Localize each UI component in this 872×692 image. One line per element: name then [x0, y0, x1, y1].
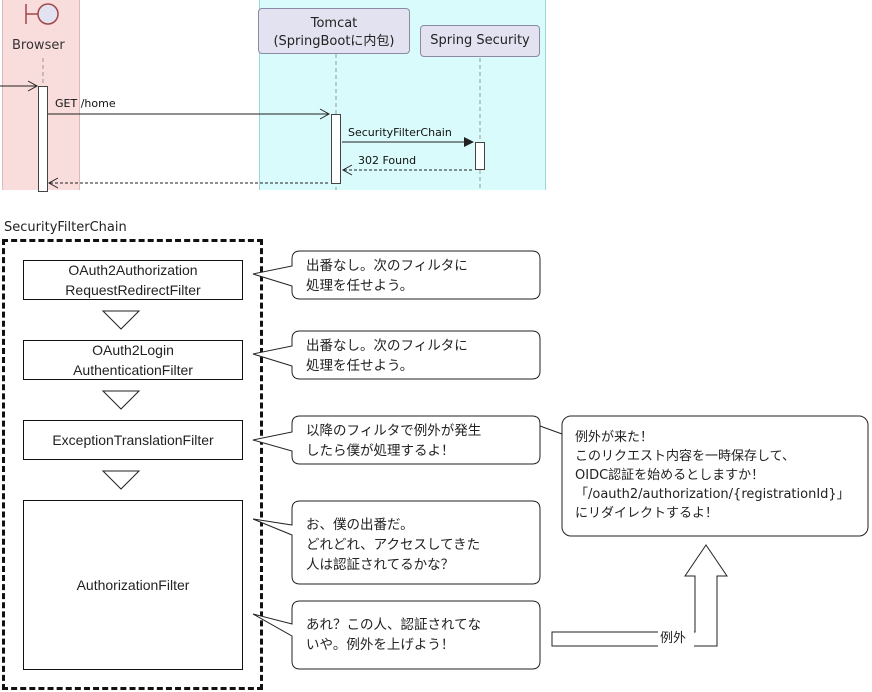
security-filter-chain-box — [2, 239, 263, 690]
boundary-actor-icon — [25, 3, 59, 25]
filter-chain-label: SecurityFilterChain — [348, 126, 452, 139]
exception-arrow — [551, 544, 728, 647]
filter-chain-arrow — [342, 137, 474, 147]
authorization-filter: AuthorizationFilter — [23, 500, 243, 670]
oauth2-login-authentication-filter: OAuth2Login AuthenticationFilter — [23, 340, 243, 380]
tomcat-activation-bar — [331, 114, 341, 184]
flow-down-icon — [101, 310, 141, 330]
callout-authorization-turn — [252, 500, 541, 585]
spring-security-participant: Spring Security — [420, 25, 540, 57]
callout-login-filter — [252, 330, 541, 380]
incoming-request-arrow — [0, 80, 39, 92]
exception-translation-filter: ExceptionTranslationFilter — [23, 420, 243, 460]
callout-login-filter-text: 出番なし。次のフィルタに 処理を任せよう。 — [306, 338, 468, 374]
found-302-label: 302 Found — [358, 154, 417, 167]
exception-arrow-label: 例外 — [660, 631, 687, 646]
get-home-arrow — [48, 108, 331, 120]
callout-authorization-turn-text: お、僕の出番だ。 どれどれ、アクセスしてきた 人は認証されてるかな？ — [306, 517, 481, 573]
get-home-label: GET /home — [55, 97, 116, 110]
callout-authorization-fail — [252, 600, 541, 670]
callout-exception-filter-text: 以降のフィルタで例外が発生 したら僕が処理するよ！ — [306, 423, 482, 459]
spring-security-activation-bar — [475, 142, 485, 170]
callout-redirect-filter — [252, 250, 541, 300]
callout-authorization-fail-text: あれ？この人、認証されてな いや。例外を上げよう！ — [306, 617, 482, 653]
callout-exception-filter — [252, 415, 541, 465]
tomcat-participant: Tomcat (SpringBootに内包) — [258, 8, 410, 54]
flow-down-icon — [101, 390, 141, 410]
callout-exception-caught-text: 例外が来た！ このリクエスト内容を一時保存して、 OIDC認証を始めるとしますか… — [575, 430, 850, 521]
browser-participant: Browser — [12, 38, 65, 53]
browser-activation-bar — [38, 86, 48, 192]
chain-title: SecurityFilterChain — [4, 220, 127, 235]
callout-redirect-filter-text: 出番なし。次のフィルタに 処理を任せよう。 — [306, 258, 468, 294]
redirect-response-arrow — [47, 177, 330, 189]
oauth2-authorization-request-redirect-filter: OAuth2Authorization RequestRedirectFilte… — [23, 260, 243, 300]
flow-down-icon — [101, 470, 141, 490]
found-302-arrow — [341, 164, 474, 176]
callout-exception-caught — [561, 415, 869, 537]
